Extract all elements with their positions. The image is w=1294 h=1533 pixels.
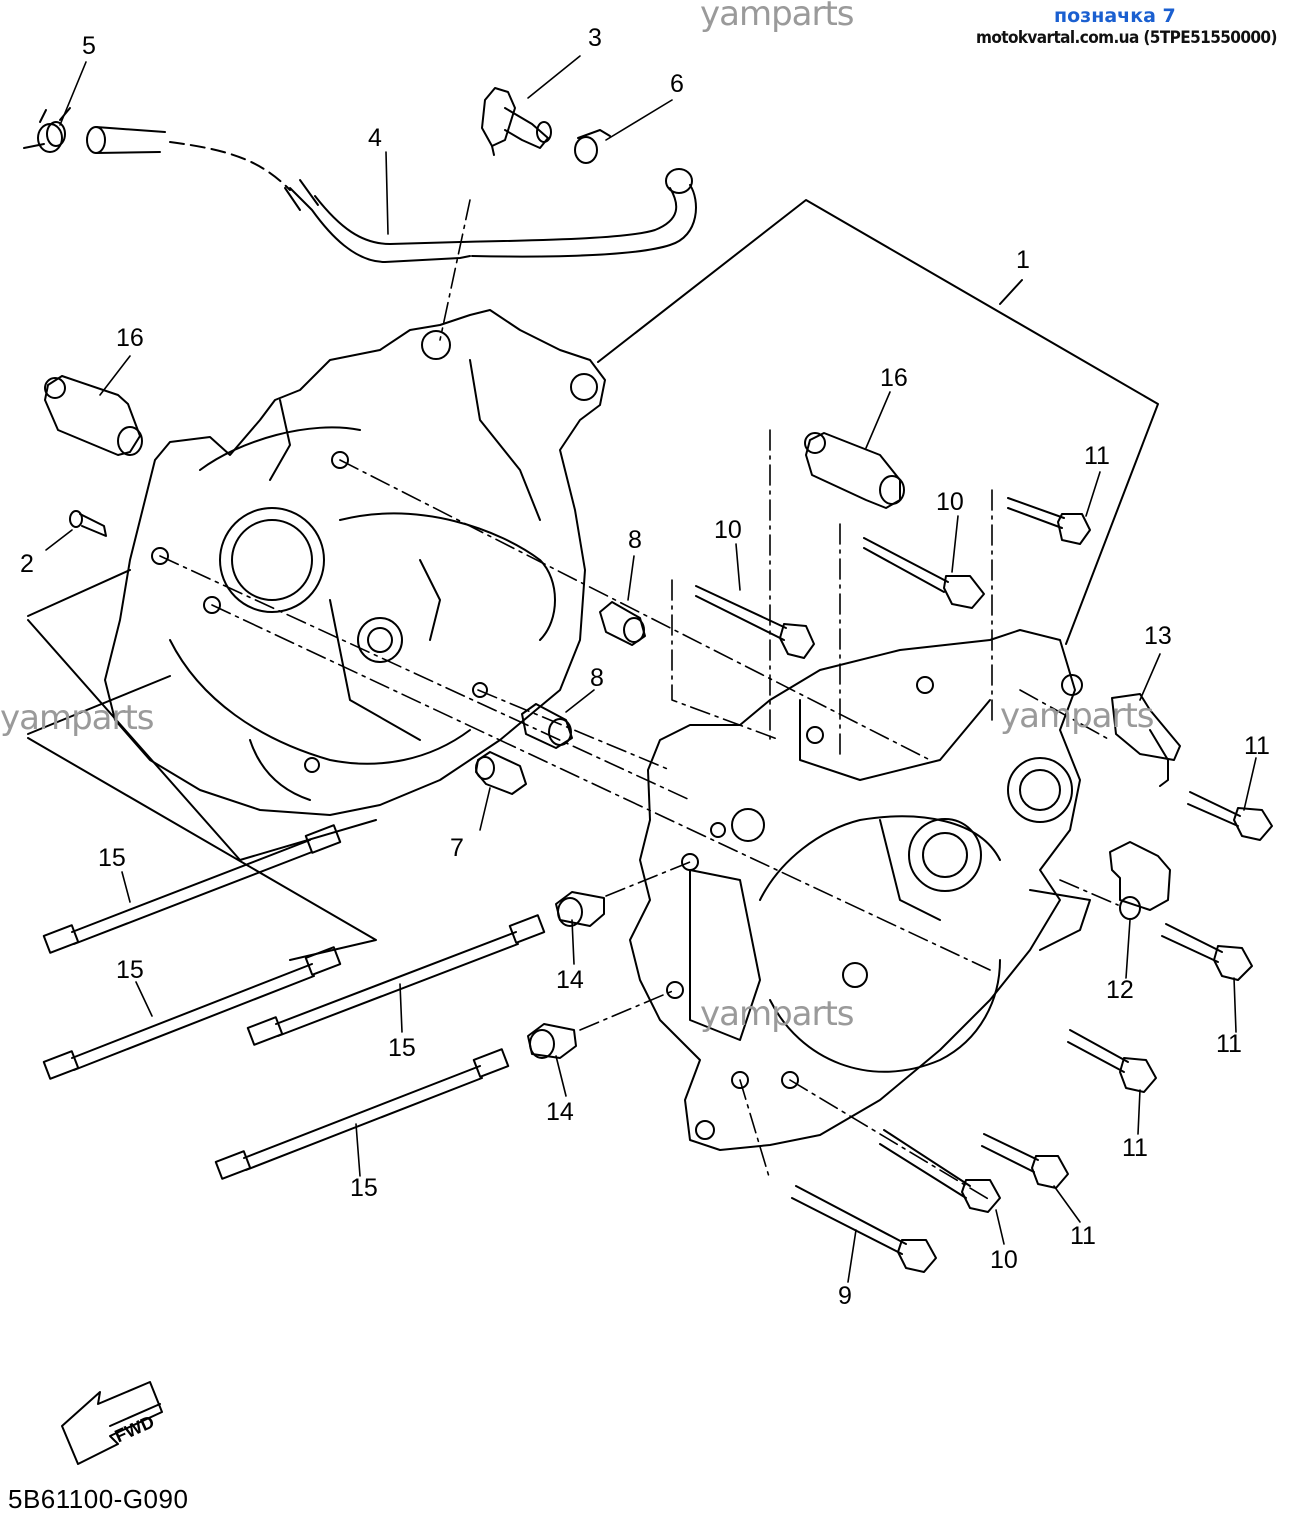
callout-10: 10: [990, 1246, 1018, 1274]
dowel-16-right: [804, 432, 905, 509]
callout-14: 14: [546, 1098, 574, 1126]
callout-11: 11: [1244, 732, 1270, 760]
watermark: yamparts: [1000, 696, 1155, 736]
hose-clamp-5: [23, 107, 71, 153]
left-crankcase: [104, 309, 606, 816]
callout-9: 9: [838, 1282, 852, 1310]
figure-code: 5B61100-G090: [8, 1484, 189, 1514]
watermark-top: yamparts: [700, 0, 855, 34]
dowel-8-lower: [521, 703, 573, 749]
source-label: motokvartal.com.ua (5TPE51550000): [976, 28, 1277, 48]
bracket-15-group: [27, 569, 377, 961]
callout-11: 11: [1216, 1030, 1242, 1058]
studs-15: [42, 824, 546, 1180]
watermark: yamparts: [700, 994, 855, 1034]
fwd-label: FWD: [112, 1411, 158, 1446]
bolts: [695, 497, 1273, 1273]
watermark: yamparts: [0, 698, 155, 738]
clamp-12: [1109, 841, 1171, 920]
callout-11: 11: [1070, 1222, 1096, 1250]
callout-6: 6: [670, 70, 684, 98]
callout-11: 11: [1084, 442, 1110, 470]
hose-clamp-6: [574, 129, 611, 164]
callout-3: 3: [588, 24, 602, 52]
callout-12: 12: [1106, 976, 1134, 1004]
callout-8: 8: [590, 664, 604, 692]
badge-label: позначка 7: [1054, 5, 1176, 27]
callout-14: 14: [556, 966, 584, 994]
callout-15: 15: [350, 1174, 378, 1202]
hose-joint-3: [481, 87, 552, 156]
dowel-14-lower: [527, 1023, 577, 1059]
callout-13: 13: [1144, 622, 1172, 650]
right-crankcase: [629, 629, 1091, 1151]
callout-16: 16: [116, 324, 144, 352]
callout-15: 15: [98, 844, 126, 872]
callout-7: 7: [450, 834, 464, 862]
callout-11: 11: [1122, 1134, 1148, 1162]
callout-15: 15: [116, 956, 144, 984]
fwd-arrow: [61, 1381, 163, 1465]
bolt-2: [69, 510, 107, 537]
bracket-1: [597, 199, 1159, 645]
callout-10: 10: [714, 516, 742, 544]
callout-4: 4: [368, 124, 382, 152]
callout-8: 8: [628, 526, 642, 554]
callout-1: 1: [1016, 246, 1030, 274]
plug-7: [475, 751, 527, 795]
callout-10: 10: [936, 488, 964, 516]
leaders: [45, 55, 1257, 1283]
leader-1: [999, 279, 1023, 305]
callout-16: 16: [880, 364, 908, 392]
dowel-14-upper: [555, 891, 605, 927]
dowel-8-upper: [599, 601, 646, 646]
dowel-16-left: [44, 375, 143, 456]
breather-hose-4: [86, 126, 697, 263]
callout-2: 2: [20, 550, 34, 578]
callout-15: 15: [388, 1034, 416, 1062]
alignment-lines: [159, 199, 1119, 1201]
callout-5: 5: [82, 32, 96, 60]
